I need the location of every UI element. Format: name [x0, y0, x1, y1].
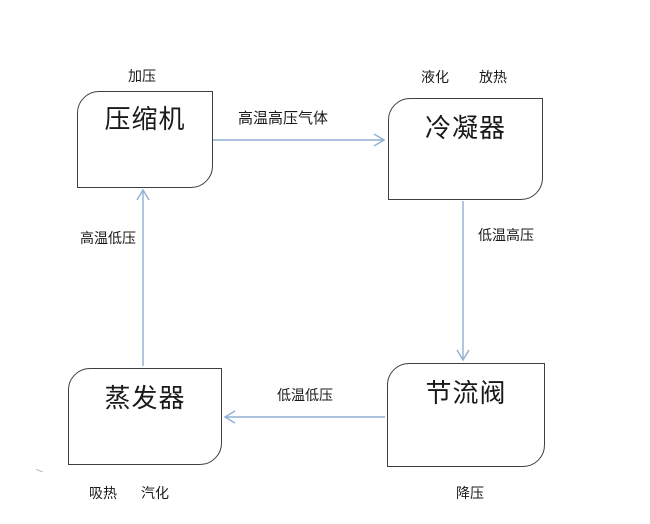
annotation-liquefaction: 液化 — [421, 69, 449, 85]
annotation-depressurize: 降压 — [456, 485, 484, 501]
node-condenser-label: 冷凝器 — [424, 113, 506, 143]
node-condenser[interactable]: 冷凝器 — [388, 98, 543, 200]
annotation-absorb-heat: 吸热 — [89, 485, 117, 501]
edge-label-hot-high-pressure-gas: 高温高压气体 — [238, 110, 329, 127]
node-throttle-valve-label: 节流阀 — [425, 378, 507, 408]
node-compressor-label: 压缩机 — [104, 104, 186, 134]
node-throttle-valve[interactable]: 节流阀 — [387, 363, 545, 467]
annotation-pressurize: 加压 — [128, 68, 156, 84]
edge-label-high-temp-low-pressure: 高温低压 — [80, 230, 136, 246]
arrow-evaporator-to-compressor — [136, 188, 150, 366]
arrow-compressor-to-condenser — [213, 133, 386, 147]
node-evaporator[interactable]: 蒸发器 — [68, 368, 222, 465]
node-compressor[interactable]: 压缩机 — [77, 91, 213, 188]
stray-mark — [34, 468, 43, 478]
edge-label-low-temp-high-pressure: 低温高压 — [478, 227, 534, 243]
arrow-throttle-to-evaporator — [223, 410, 385, 424]
node-evaporator-label: 蒸发器 — [104, 383, 186, 413]
edge-label-low-temp-low-pressure: 低温低压 — [277, 387, 333, 403]
annotation-vaporization: 汽化 — [141, 485, 169, 501]
arrow-condenser-to-throttle — [456, 201, 470, 362]
annotation-release-heat: 放热 — [479, 69, 507, 85]
